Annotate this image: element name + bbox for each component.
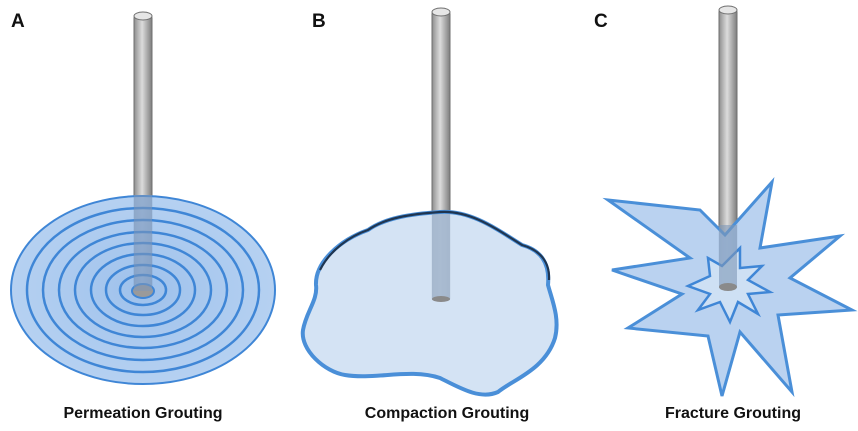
pipe-tip-b xyxy=(432,296,450,302)
panel-letter-c: C xyxy=(594,11,608,32)
panel-b: B Compaction Grouting xyxy=(300,7,559,422)
pipe-icon xyxy=(718,5,738,289)
panel-letter-a: A xyxy=(11,11,25,32)
panel-letter-b: B xyxy=(312,11,326,32)
pipe-submerged-a xyxy=(134,195,152,291)
pipe-submerged-b xyxy=(432,214,450,300)
pipe-tip-c xyxy=(719,283,737,291)
bulb-rim xyxy=(319,210,551,281)
caption-compaction: Compaction Grouting xyxy=(365,405,529,422)
panel-a: A Permeation Grouting xyxy=(10,11,276,422)
panel-c: C Fracture Grouting xyxy=(594,5,858,422)
irregular-bulb-icon xyxy=(300,209,559,397)
caption-permeation: Permeation Grouting xyxy=(63,405,222,422)
pipe-submerged-c xyxy=(719,225,737,288)
caption-fracture: Fracture Grouting xyxy=(665,405,801,422)
